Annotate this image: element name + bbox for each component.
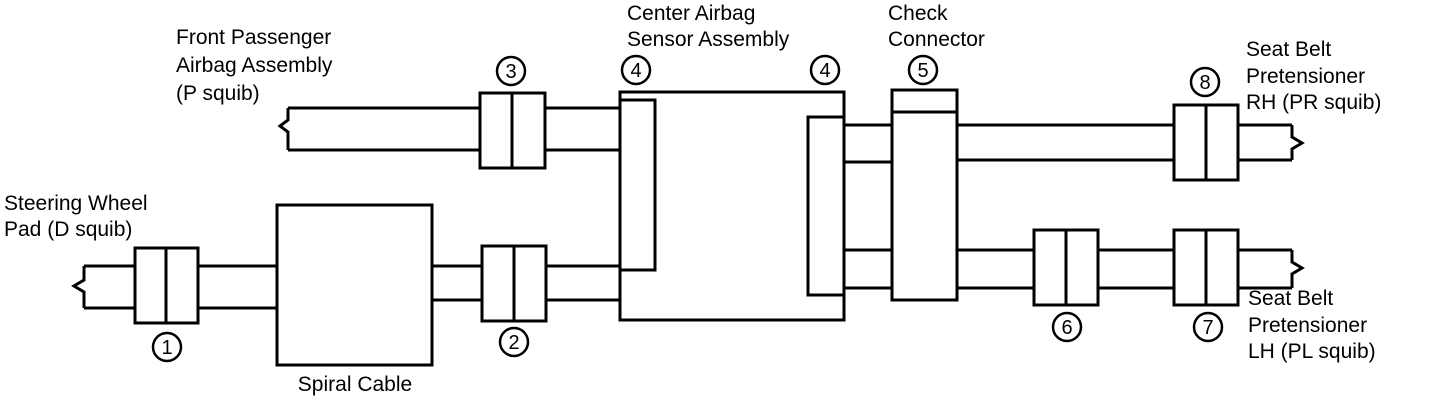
check-connector-cap [890, 88, 959, 114]
connector-callouts: 1 2 3 4 4 5 6 7 [151, 54, 1224, 363]
label-line: Steering Wheel [4, 192, 148, 215]
wire-sensor-to-check-upper [844, 123, 892, 164]
callout-number: 8 [1199, 72, 1210, 94]
callout-number: 5 [917, 60, 928, 82]
check-connector [890, 88, 959, 302]
connector-7 [1172, 228, 1240, 307]
callout-number: 3 [505, 61, 516, 83]
label-line: Check [888, 2, 948, 25]
callout-circle [907, 54, 939, 86]
break-mark-steering-wheel [71, 266, 86, 308]
connector-8 [1172, 103, 1240, 182]
connector-1 [133, 246, 200, 325]
wire-check-to-rh [957, 123, 1292, 162]
wire-steering-wheel [84, 264, 277, 310]
label-spiral-cable: Spiral Cable [298, 373, 412, 396]
wire-sensor-to-check-lower [844, 248, 892, 290]
check-connector-body [890, 110, 959, 302]
label-line: (P squib) [176, 82, 260, 105]
label-line: Pretensioner [1248, 314, 1367, 337]
callout-4-left: 4 [620, 54, 652, 86]
spiral-cable-box [275, 203, 434, 367]
callout-6: 6 [1051, 311, 1083, 343]
label-line: Pad (D squib) [4, 218, 132, 241]
wire-check-to-lh [957, 248, 1292, 290]
label-line: Seat Belt [1248, 287, 1333, 310]
label-check-connector: Check Connector [888, 2, 985, 51]
callout-circle [1051, 311, 1083, 343]
label-steering-wheel: Steering Wheel Pad (D squib) [4, 192, 148, 241]
sensor-connector-right [806, 115, 846, 297]
label-line: LH (PL squib) [1248, 340, 1376, 363]
sensor-connector-left [618, 98, 657, 272]
break-mark-rh [1290, 125, 1305, 160]
break-mark-front-passenger [277, 108, 290, 150]
wire-spiral-to-sensor [432, 264, 620, 302]
callout-number: 1 [161, 337, 172, 359]
callout-circle [620, 54, 652, 86]
callout-5: 5 [907, 54, 939, 86]
callout-circle [809, 54, 841, 86]
callout-1: 1 [151, 331, 183, 363]
label-line: Front Passenger [176, 26, 331, 49]
callout-number: 2 [508, 332, 519, 354]
callout-number: 4 [630, 60, 641, 82]
connector-3 [478, 91, 547, 170]
label-line: Airbag Assembly [176, 54, 333, 77]
label-line: Pretensioner [1246, 65, 1365, 88]
connector-2 [480, 244, 548, 323]
callout-number: 7 [1202, 317, 1213, 339]
label-pretensioner-lh: Seat Belt Pretensioner LH (PL squib) [1248, 287, 1376, 363]
label-line: RH (PR squib) [1246, 91, 1381, 114]
spiral-cable [275, 203, 434, 367]
label-line: Connector [888, 28, 985, 51]
label-line: Sensor Assembly [627, 28, 790, 51]
center-airbag-sensor-assembly [618, 90, 846, 322]
callout-4-right: 4 [809, 54, 841, 86]
wire-front-passenger [288, 106, 620, 152]
callout-8: 8 [1189, 66, 1221, 98]
callout-2: 2 [498, 326, 530, 358]
label-pretensioner-rh: Seat Belt Pretensioner RH (PR squib) [1246, 38, 1381, 114]
break-mark-lh [1290, 250, 1305, 288]
wire-breaks [71, 108, 1305, 308]
connector-6 [1032, 228, 1100, 307]
callout-circle [151, 331, 183, 363]
wires [84, 106, 1292, 310]
label-line: Seat Belt [1246, 38, 1331, 61]
label-front-passenger: Front Passenger Airbag Assembly (P squib… [176, 26, 333, 105]
label-line: Center Airbag [627, 2, 755, 25]
callout-circle [498, 326, 530, 358]
callout-number: 4 [819, 60, 830, 82]
callout-number: 6 [1061, 317, 1072, 339]
callout-circle [495, 55, 527, 87]
callout-7: 7 [1192, 311, 1224, 343]
callout-circle [1189, 66, 1221, 98]
callout-3: 3 [495, 55, 527, 87]
callout-circle [1192, 311, 1224, 343]
label-center-sensor: Center Airbag Sensor Assembly [627, 2, 790, 51]
